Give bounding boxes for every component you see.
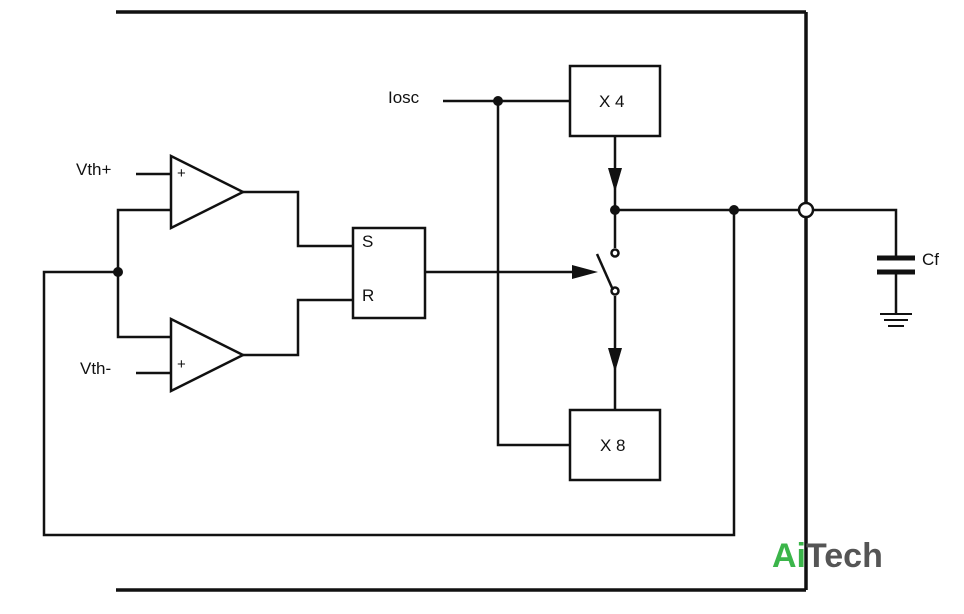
watermark-logo: AiTech: [772, 537, 883, 575]
switch: [595, 248, 620, 296]
ground-symbol: [880, 313, 912, 327]
ic-boundary: [116, 10, 808, 592]
label-x8: X 8: [600, 436, 626, 455]
output-pin: [797, 201, 815, 219]
junction-dots: [113, 96, 739, 277]
label-iosc: Iosc: [388, 88, 420, 107]
label-s: S: [362, 232, 373, 251]
comparator-top-plus: +: [177, 165, 186, 182]
label-x4: X 4: [599, 92, 625, 111]
watermark-ai: Ai: [772, 537, 806, 575]
arrow-x4-down: [608, 168, 622, 192]
comparator-bottom-plus: +: [177, 356, 186, 373]
svg-text:AiTech: AiTech: [772, 537, 883, 575]
label-vth-minus: Vth-: [80, 359, 111, 378]
arrow-switch-control: [572, 265, 598, 279]
comparator-bottom: [169, 316, 246, 394]
watermark-tech: Tech: [806, 537, 883, 575]
label-cf: Cf: [922, 250, 939, 269]
comparator-top: [169, 153, 246, 231]
arrowheads: [572, 168, 622, 372]
arrow-x8-down: [608, 348, 622, 372]
label-vth-plus: Vth+: [76, 160, 112, 179]
label-r: R: [362, 286, 374, 305]
capacitor-cf: [877, 255, 915, 275]
